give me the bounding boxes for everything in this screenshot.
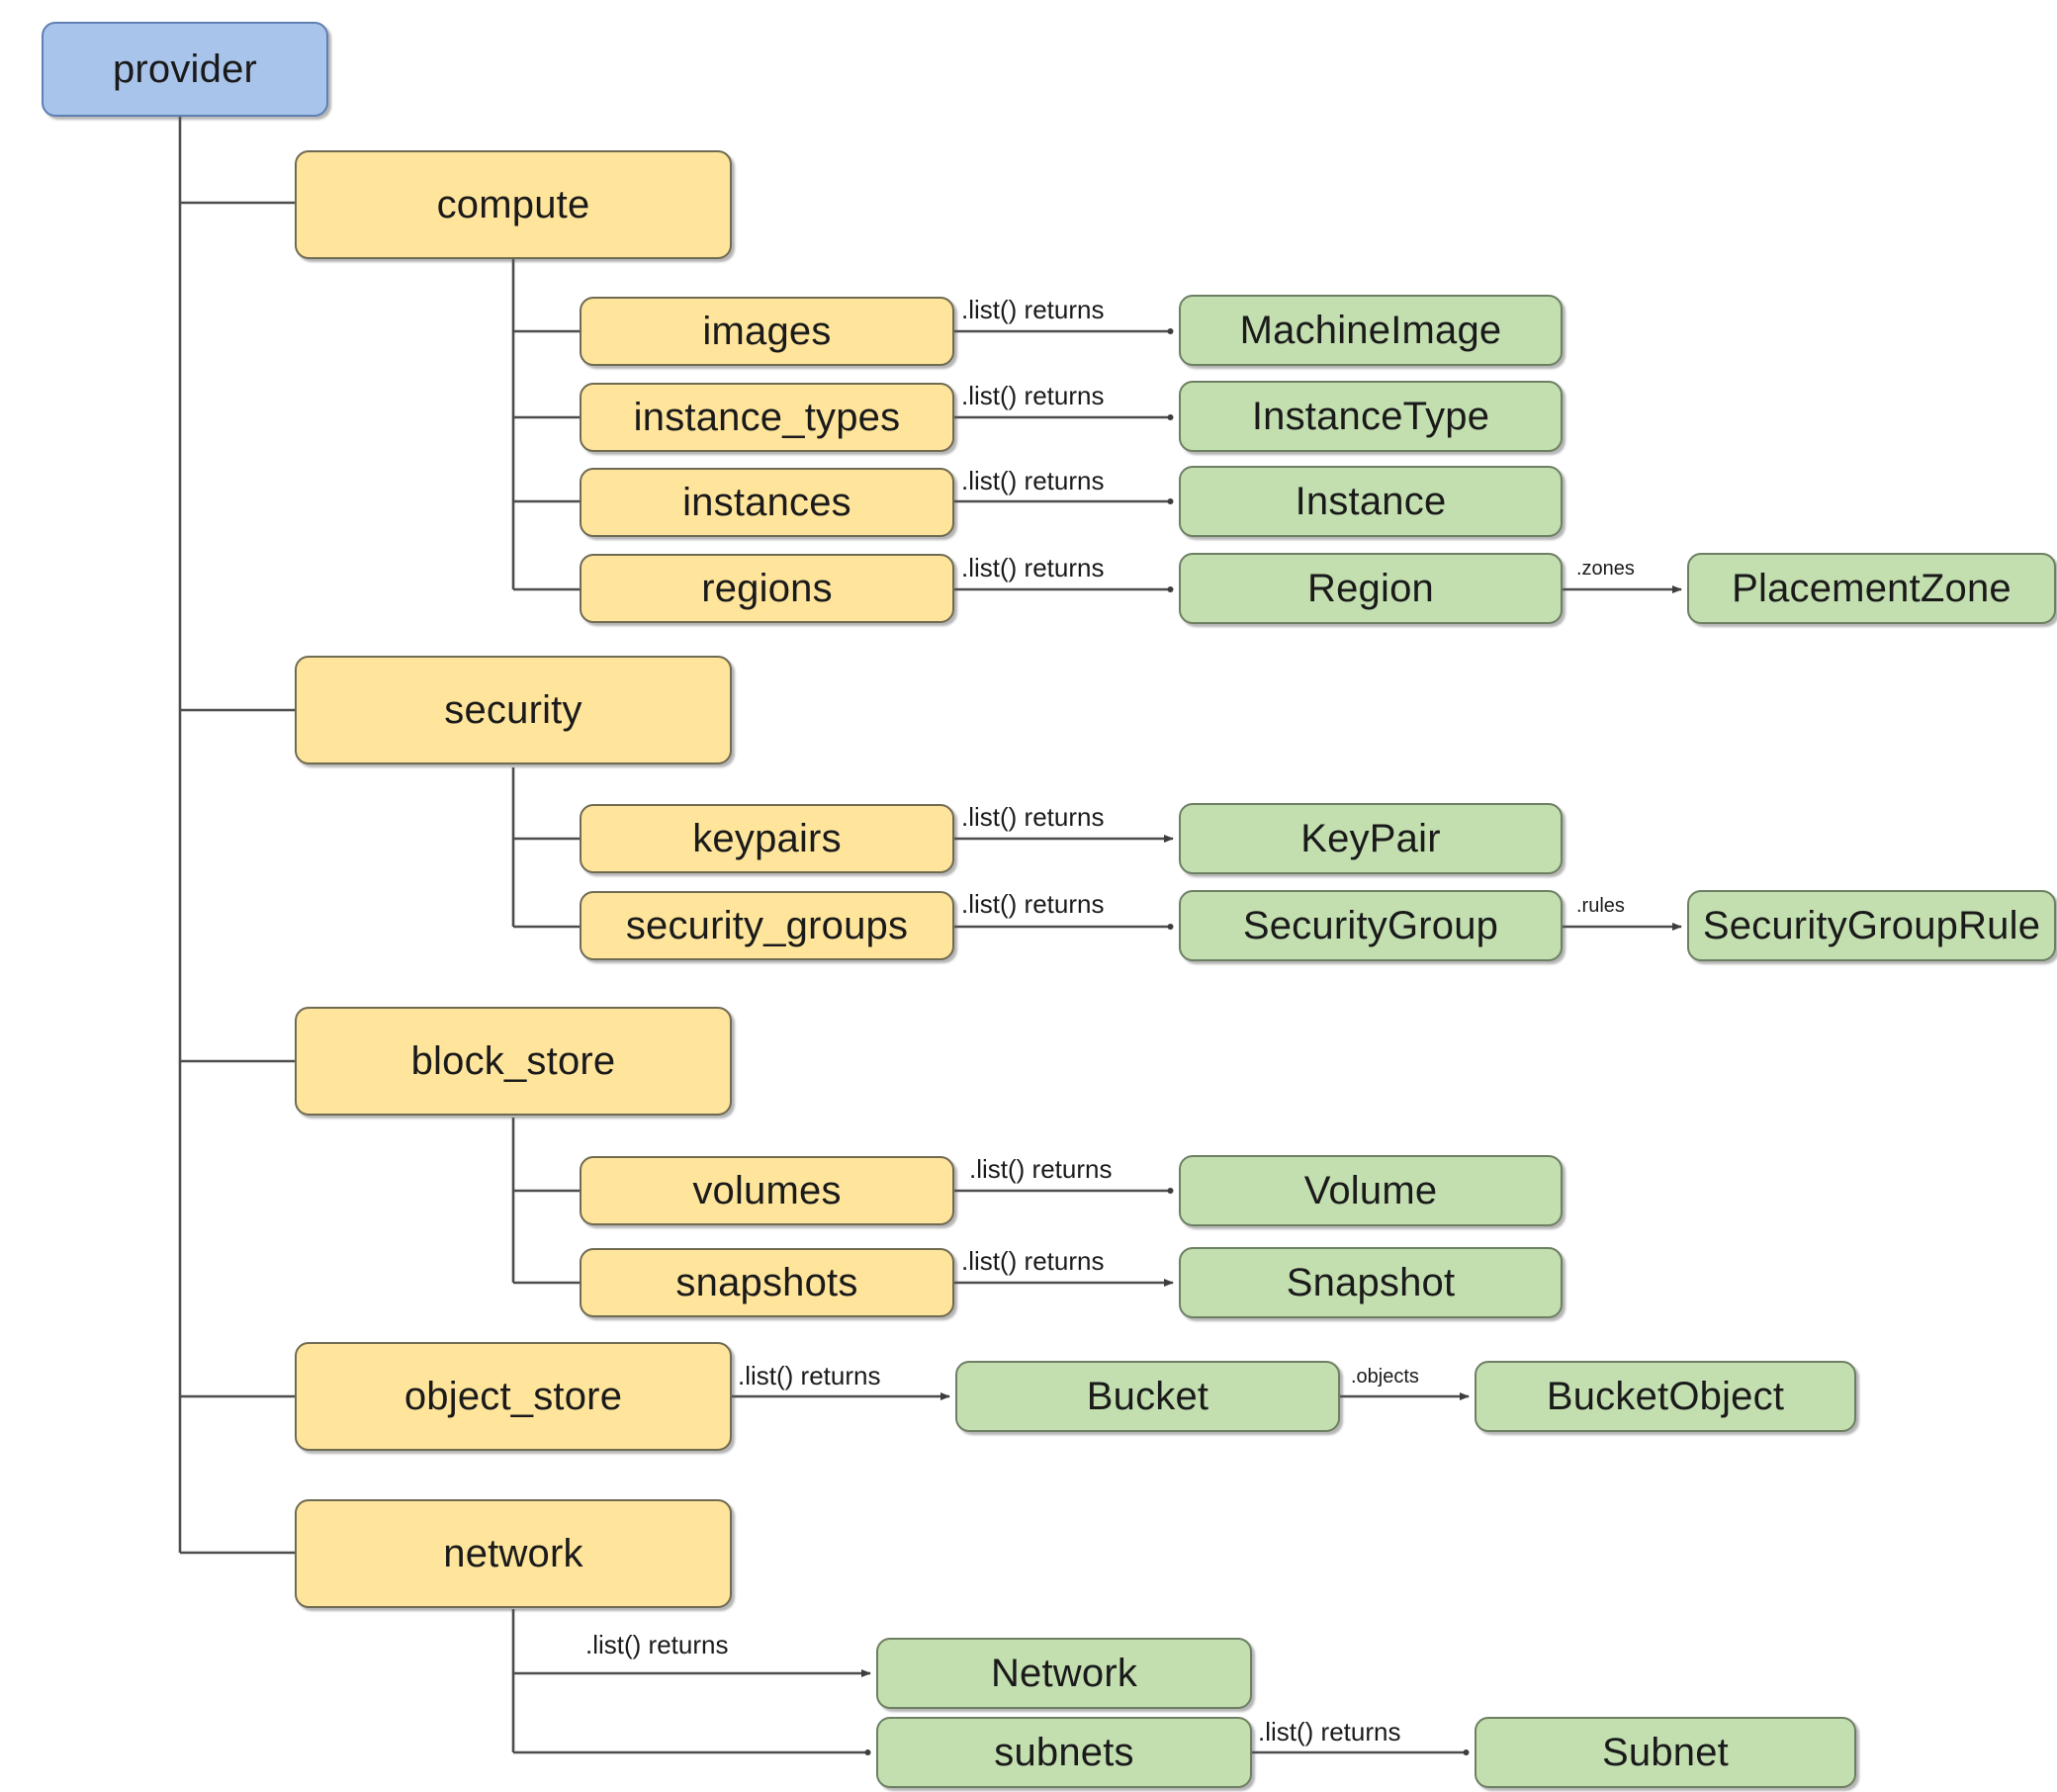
edge-label-instances-list: .list() returns (961, 466, 1105, 495)
node-network-resource[interactable]: Network (876, 1638, 1252, 1709)
node-regions-label: regions (701, 567, 833, 610)
node-block-store[interactable]: block_store (295, 1007, 732, 1116)
node-network[interactable]: network (295, 1499, 732, 1608)
node-keypairs-label: keypairs (692, 817, 842, 860)
node-securitygroup-label: SecurityGroup (1242, 904, 1499, 947)
node-machineimage-label: MachineImage (1239, 309, 1502, 352)
node-securitygrouprule-label: SecurityGroupRule (1702, 904, 2041, 947)
node-network-resource-label: Network (990, 1652, 1138, 1695)
node-subnets[interactable]: subnets (876, 1717, 1252, 1788)
edge-label-keypairs-list: .list() returns (961, 802, 1105, 832)
edge-label-security-groups-list: .list() returns (961, 889, 1105, 919)
edge-label-volumes-list: .list() returns (969, 1154, 1113, 1184)
node-snapshots[interactable]: snapshots (580, 1248, 954, 1317)
node-snapshots-label: snapshots (675, 1261, 858, 1304)
node-volumes[interactable]: volumes (580, 1156, 954, 1225)
node-bucketobject-label: BucketObject (1546, 1375, 1785, 1418)
node-images-label: images (702, 310, 832, 353)
edge-label-zones: .zones (1576, 558, 1635, 580)
node-compute[interactable]: compute (295, 150, 732, 259)
node-instance[interactable]: Instance (1179, 466, 1563, 537)
node-instance-types[interactable]: instance_types (580, 383, 954, 452)
node-subnet-label: Subnet (1602, 1731, 1729, 1774)
node-snapshot[interactable]: Snapshot (1179, 1247, 1563, 1318)
edge-label-network-list: .list() returns (585, 1630, 729, 1659)
edge-label-instance-types-list: .list() returns (961, 381, 1105, 410)
node-bucketobject[interactable]: BucketObject (1475, 1361, 1856, 1432)
node-volumes-label: volumes (692, 1169, 842, 1212)
node-security[interactable]: security (295, 656, 732, 764)
edge-label-objects: .objects (1351, 1366, 1419, 1388)
node-object-store-label: object_store (403, 1375, 623, 1418)
node-instances-label: instances (682, 481, 851, 524)
node-object-store[interactable]: object_store (295, 1342, 732, 1451)
node-subnets-label: subnets (994, 1731, 1134, 1774)
node-volume[interactable]: Volume (1179, 1155, 1563, 1226)
node-placementzone[interactable]: PlacementZone (1687, 553, 2056, 624)
node-volume-label: Volume (1303, 1169, 1438, 1212)
node-instance-label: Instance (1295, 480, 1447, 523)
node-instancetype-label: InstanceType (1251, 395, 1490, 438)
edge-label-images-list: .list() returns (961, 295, 1105, 324)
edge-label-regions-list: .list() returns (961, 553, 1105, 582)
node-region[interactable]: Region (1179, 553, 1563, 624)
edge-label-object-store-list: .list() returns (738, 1361, 881, 1390)
node-compute-label: compute (436, 183, 590, 226)
node-securitygrouprule[interactable]: SecurityGroupRule (1687, 890, 2056, 961)
node-securitygroup[interactable]: SecurityGroup (1179, 890, 1563, 961)
node-instances[interactable]: instances (580, 468, 954, 537)
node-security-groups-label: security_groups (625, 904, 909, 947)
node-bucket-label: Bucket (1086, 1375, 1209, 1418)
node-region-label: Region (1307, 567, 1434, 610)
node-subnet[interactable]: Subnet (1475, 1717, 1856, 1788)
node-security-groups[interactable]: security_groups (580, 891, 954, 960)
edge-label-subnets-list: .list() returns (1258, 1717, 1401, 1747)
node-provider[interactable]: provider (42, 22, 328, 117)
node-keypairs[interactable]: keypairs (580, 804, 954, 873)
node-keypair[interactable]: KeyPair (1179, 803, 1563, 874)
edge-label-rules: .rules (1576, 895, 1625, 917)
node-regions[interactable]: regions (580, 554, 954, 623)
node-snapshot-label: Snapshot (1286, 1261, 1456, 1304)
node-network-label: network (443, 1532, 583, 1575)
node-security-label: security (444, 688, 582, 732)
node-keypair-label: KeyPair (1300, 817, 1441, 860)
node-bucket[interactable]: Bucket (955, 1361, 1340, 1432)
node-instancetype[interactable]: InstanceType (1179, 381, 1563, 452)
node-placementzone-label: PlacementZone (1732, 567, 2012, 610)
edge-label-snapshots-list: .list() returns (961, 1246, 1105, 1276)
node-block-store-label: block_store (410, 1039, 616, 1083)
node-instance-types-label: instance_types (633, 396, 901, 439)
node-images[interactable]: images (580, 297, 954, 366)
node-machineimage[interactable]: MachineImage (1179, 295, 1563, 366)
node-provider-label: provider (112, 47, 258, 91)
